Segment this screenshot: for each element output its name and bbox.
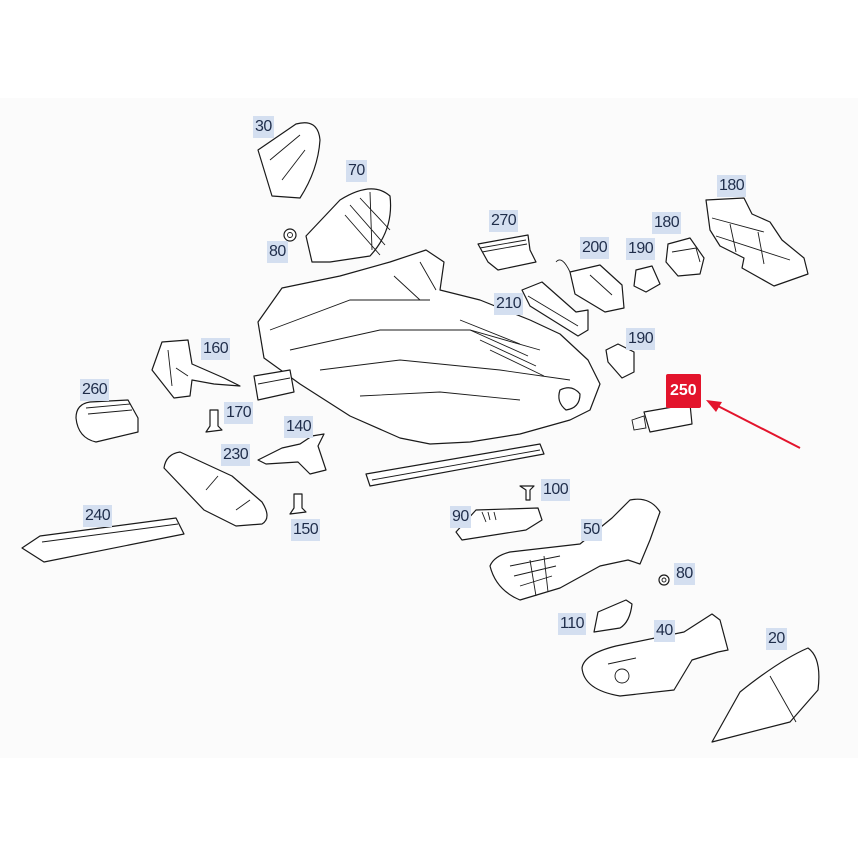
part-110-trim-piece[interactable]: [593, 599, 633, 633]
callout-90[interactable]: 90: [450, 506, 471, 528]
part-40-side-panel[interactable]: [581, 613, 729, 697]
part-30-side-cover[interactable]: [257, 122, 321, 199]
part-50-lumbar-bracket[interactable]: [489, 498, 661, 601]
callout-80-b[interactable]: 80: [674, 563, 695, 585]
part-70-mesh-panel[interactable]: [305, 188, 392, 263]
callout-50[interactable]: 50: [581, 519, 602, 541]
callout-20[interactable]: 20: [766, 628, 787, 650]
part-170-bolt[interactable]: [205, 409, 223, 433]
part-160-bracket[interactable]: [151, 339, 241, 399]
callout-180[interactable]: 180: [652, 212, 682, 234]
callout-170[interactable]: 170: [224, 402, 254, 424]
callout-190[interactable]: 190: [626, 238, 656, 260]
part-20-shell-cover[interactable]: [711, 647, 820, 743]
callout-100[interactable]: 100: [541, 479, 571, 501]
part-140-lever[interactable]: [257, 433, 327, 475]
part-230-side-trim[interactable]: [163, 451, 268, 527]
callout-40[interactable]: 40: [654, 620, 675, 642]
callout-270[interactable]: 270: [489, 210, 519, 232]
part-180-control-unit-small[interactable]: [665, 237, 705, 277]
part-270-rail-cover[interactable]: [477, 234, 537, 271]
part-190-switch-b[interactable]: [605, 343, 635, 379]
part-100-screw[interactable]: [519, 485, 535, 501]
part-seat-frame-main[interactable]: [253, 249, 601, 487]
callout-110[interactable]: 110: [558, 613, 587, 635]
callout-140[interactable]: 140: [284, 416, 314, 438]
part-210-trim-strip[interactable]: [521, 281, 589, 337]
part-80-nut[interactable]: [283, 228, 297, 242]
callout-80[interactable]: 80: [267, 241, 288, 263]
callout-180-tray[interactable]: 180: [717, 175, 747, 197]
callout-210[interactable]: 210: [494, 293, 524, 315]
part-250-highlighted-module[interactable]: [631, 403, 693, 433]
callout-230[interactable]: 230: [221, 444, 251, 466]
callout-200[interactable]: 200: [580, 237, 610, 259]
part-180-harness-tray[interactable]: [705, 197, 809, 287]
part-240-rail-cover[interactable]: [21, 517, 185, 563]
highlight-arrow: [706, 400, 801, 449]
part-200-motor-module[interactable]: [555, 259, 625, 313]
part-150-bolt[interactable]: [289, 493, 307, 515]
part-190-switch-a[interactable]: [633, 265, 661, 293]
callout-70[interactable]: 70: [346, 160, 367, 182]
callout-150[interactable]: 150: [291, 519, 321, 541]
part-90-switch-cover[interactable]: [455, 507, 543, 541]
callout-250-highlighted[interactable]: 250: [666, 374, 701, 408]
callout-190-b[interactable]: 190: [626, 328, 656, 350]
callout-30[interactable]: 30: [253, 116, 274, 138]
part-80-nut-b[interactable]: [658, 574, 670, 586]
callout-160[interactable]: 160: [201, 338, 231, 360]
callout-260[interactable]: 260: [80, 379, 110, 401]
part-260-cable-cover[interactable]: [75, 399, 139, 443]
callout-240[interactable]: 240: [83, 505, 113, 527]
